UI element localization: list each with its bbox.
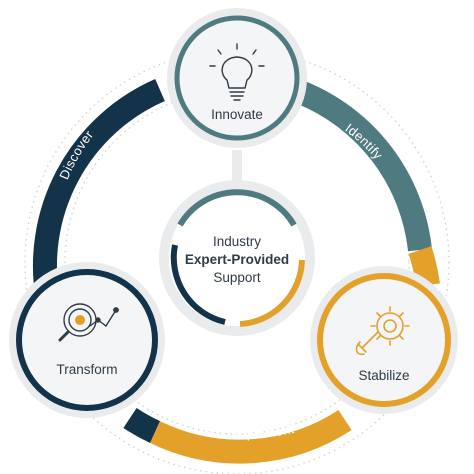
innovate-node: Innovate [167,8,307,148]
center-gold-arc [239,259,305,327]
stabilize-node: Stabilize [310,266,458,414]
inner-dotted-ring [64,89,410,435]
implement-arc [149,409,352,464]
center-line-1: Industry [213,234,261,249]
discover-arc [32,79,165,303]
stabilize-label: Stabilize [358,368,409,383]
implement-label: Implement [232,421,296,441]
center-hub: Industry Expert-Provided Support [159,180,315,336]
gear-wrench-icon [355,306,410,356]
lightbulb-icon [209,43,265,101]
center-line-2: Expert-Provided [185,252,289,267]
center-line-3: Support [213,270,261,285]
magnifier-analytics-icon [58,303,119,342]
center-teal-arc [177,189,297,227]
implement-dark-start [123,407,161,443]
outer-dotted-ring [24,49,450,474]
center-top-connector [232,150,242,188]
identify-arc [295,80,432,252]
innovate-label: Innovate [211,107,263,122]
transform-label: Transform [56,362,117,377]
transform-node: Transform [9,262,165,418]
center-dark-arc [170,244,226,325]
